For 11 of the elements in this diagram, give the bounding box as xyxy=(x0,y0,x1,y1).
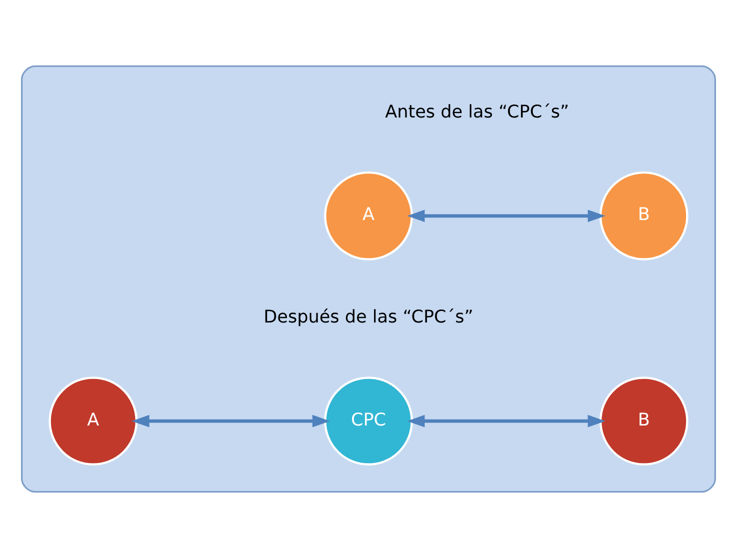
node-circle: A xyxy=(324,170,413,260)
label: Antes de las “CPC´s” xyxy=(385,102,570,122)
label: Después de las “CPC´s” xyxy=(264,307,474,328)
node-circle: CPC xyxy=(324,376,413,465)
node-circle: B xyxy=(599,170,688,260)
arrow xyxy=(407,209,606,222)
arrow xyxy=(132,414,330,427)
arrow xyxy=(407,414,606,427)
node-circle: A xyxy=(48,376,138,465)
node-circle: B xyxy=(599,376,688,465)
cluster xyxy=(21,64,716,492)
